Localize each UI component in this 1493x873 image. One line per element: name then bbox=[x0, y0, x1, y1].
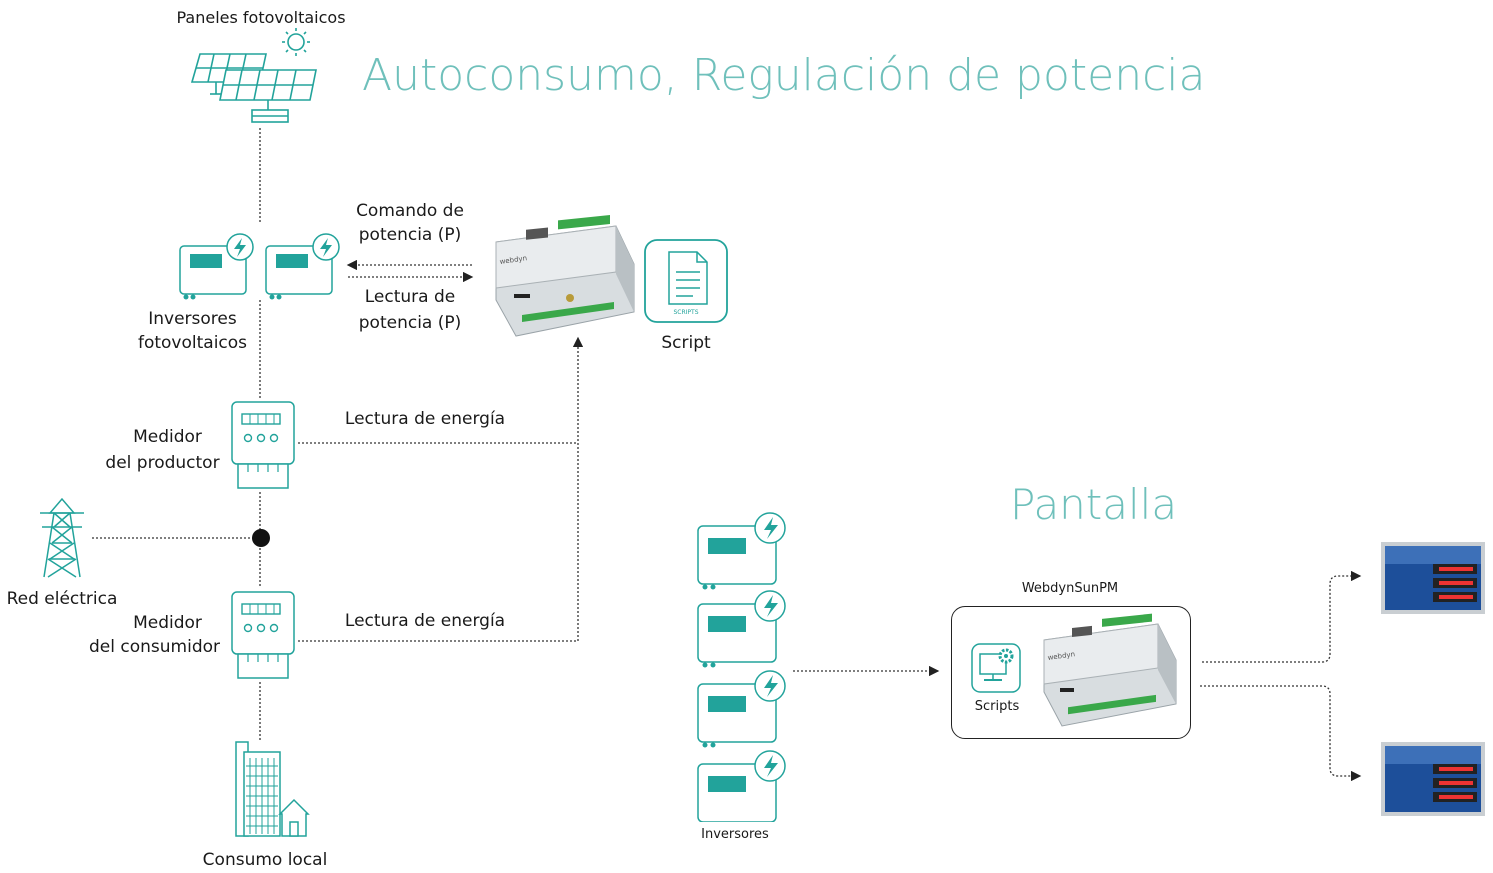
energy-reading-label-1: Lectura de energía bbox=[344, 409, 506, 429]
consumer-meter-label-line1: Medidor bbox=[133, 613, 202, 633]
device-brand-text-2: webdyn bbox=[1047, 650, 1075, 662]
energy-reading-label-2: Lectura de energía bbox=[344, 611, 506, 631]
display-panel-image-2 bbox=[1381, 742, 1485, 816]
gateway-device-image-2: webdyn bbox=[1043, 613, 1177, 727]
pylon-icon bbox=[40, 497, 84, 578]
inverters-label-section2: Inversores bbox=[701, 827, 769, 842]
grid-label: Red eléctrica bbox=[6, 589, 118, 609]
section-title-autoconsumo: Autoconsumo, Regulación de potencia bbox=[362, 50, 1206, 101]
meter-icon-consumer bbox=[231, 591, 295, 679]
inverter-icon bbox=[179, 233, 340, 300]
producer-meter-label-line1: Medidor bbox=[133, 427, 202, 447]
command-label-line1: Comando de bbox=[356, 201, 464, 221]
meter-icon bbox=[231, 401, 295, 489]
display-panel-image bbox=[1381, 542, 1485, 614]
script-document-icon: SCRIPTS bbox=[644, 239, 728, 323]
sun-icon bbox=[282, 28, 310, 56]
solar-panel-icon bbox=[190, 28, 317, 123]
inverters-label-line1: Inversores bbox=[148, 309, 237, 329]
reading-label-line1: Lectura de bbox=[364, 287, 456, 307]
junction-dot bbox=[252, 529, 270, 547]
inverters-label-line2: fotovoltaicos bbox=[137, 333, 248, 353]
reading-label-line2: potencia (P) bbox=[358, 313, 462, 333]
consumer-meter-label-line2: del consumidor bbox=[89, 637, 220, 657]
gateway-device-image: webdyn bbox=[495, 214, 635, 337]
computer-gear-icon bbox=[971, 643, 1021, 693]
producer-meter-label-line2: del productor bbox=[105, 453, 220, 473]
device-label: WebdynSunPM bbox=[1021, 581, 1119, 596]
solar-panels-label: Paneles fotovoltaicos bbox=[176, 8, 346, 27]
script-label: Script bbox=[661, 333, 711, 353]
device-brand-text: webdyn bbox=[499, 254, 527, 266]
scripts-label: Scripts bbox=[974, 699, 1020, 714]
section-title-pantalla: Pantalla bbox=[1010, 480, 1178, 529]
house-icon bbox=[278, 798, 310, 837]
inverter-stack-icon bbox=[697, 512, 786, 822]
local-consumption-label: Consumo local bbox=[202, 850, 328, 870]
command-label-line2: potencia (P) bbox=[358, 225, 462, 245]
building-icon bbox=[235, 741, 310, 837]
script-icon-text: SCRIPTS bbox=[673, 309, 698, 316]
